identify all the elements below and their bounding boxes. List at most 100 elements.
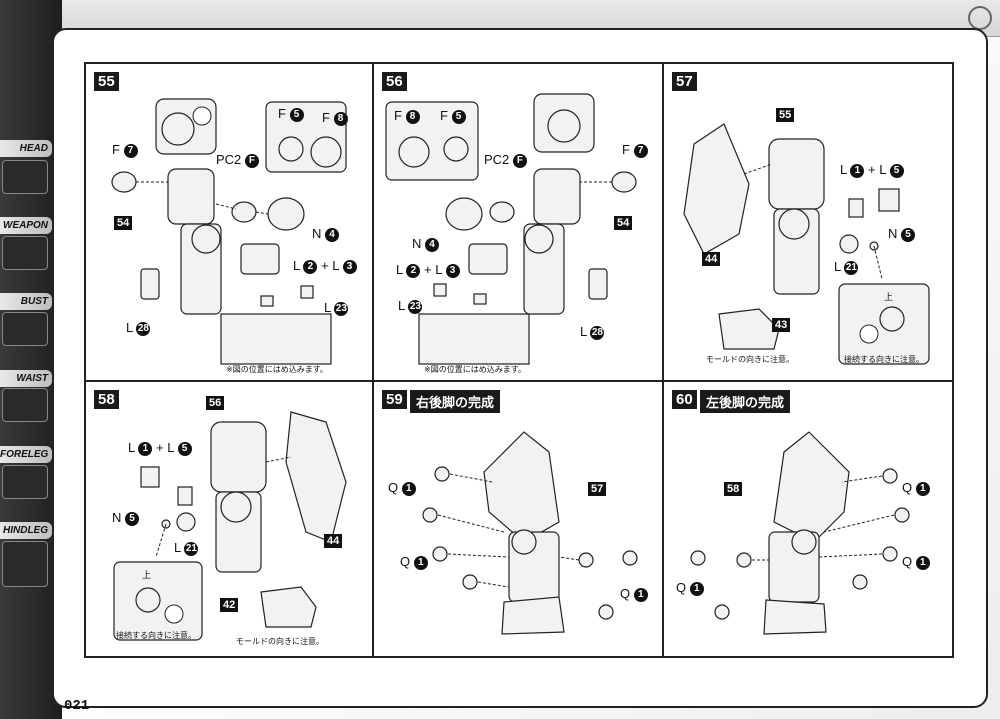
zoids-logo-icon-right [968,6,992,30]
step-60: 60 左後脚の完成 58 Q 1 Q 1 Q 1 [662,380,954,658]
head-thumbnail-icon [2,160,48,194]
mold-direction-note: モールドの向きに注意。 [706,355,794,364]
step-number: 59 [382,390,407,409]
cap-q1-7 [714,604,730,620]
side-tab-hindleg[interactable]: HINDLEG [0,522,52,539]
side-tab-head[interactable]: HEAD [0,140,52,157]
part-number-54: 54 [614,216,633,230]
step-number: 60 [672,390,697,409]
hindleg-thumbnail-icon [2,541,48,587]
side-tab-waist[interactable]: WAIST [0,370,52,387]
label-l1-l5: L 1 + L 5 [128,440,192,456]
label-n4: N 4 [412,236,440,252]
step-59: 59 右後脚の完成 57 Q 1 Q 1 Q 1 [372,380,664,658]
foot-part-43 [718,308,780,350]
part-f5 [278,136,304,162]
joint-detail [161,112,195,146]
side-tab-weapon[interactable]: WEAPON [0,217,52,234]
label-l23: L 23 [398,298,423,314]
part-l28 [588,268,608,300]
part-pc2 [231,201,257,223]
step-title: 右後脚の完成 [410,390,501,413]
label-q1-c: Q 1 [676,580,704,596]
detail-inset-frame [220,313,332,365]
small-part-2 [473,293,487,305]
foot-part [763,599,827,635]
part-number-57: 57 [588,482,607,496]
part-number-56: 56 [206,396,225,410]
part-l21 [176,512,196,532]
cap-q1-1 [434,466,450,482]
label-n5: N 5 [888,226,916,242]
small-part [260,295,274,307]
part-f7 [611,171,637,193]
cap-q1-1 [882,468,898,484]
cap-q1-4 [462,574,478,590]
armor-plate [483,431,560,543]
step-number: 56 [382,72,407,91]
label-l1-l5: L 1 + L 5 [840,162,904,178]
label-l2-l3: L 2 + L 3 [396,262,460,278]
knee-joint [524,224,554,254]
armor-plate-44 [683,123,750,255]
spring-piston [468,243,508,275]
label-q1-a: Q 1 [902,480,930,496]
part-l28 [140,268,160,300]
label-n5: N 5 [112,510,140,526]
step-57-diagram [683,123,930,365]
label-pc2: PC2 F [484,152,527,168]
cap-q1-5 [578,552,594,568]
part-l1 [177,486,193,506]
label-l28: L 28 [580,324,605,340]
part-number-54: 54 [114,216,133,230]
left-frame [0,0,62,719]
connect-direction-note: 接続する向きに注意。 [116,631,196,640]
side-tab-foreleg[interactable]: FORELEG [0,446,52,463]
label-l21: L 21 [834,259,859,275]
fit-note: ※図の位置にはめ込みます。 [226,365,328,374]
label-f8: F 8 [322,110,348,126]
cap-q1-6 [622,550,638,566]
cap-q1-3 [882,546,898,562]
part-l21 [839,234,859,254]
detail-inset-frame [418,313,530,365]
warning-icon [859,324,879,344]
step-58-diagram [113,411,347,641]
part-f8 [310,136,342,168]
leg-assembly-55 [768,138,825,210]
label-q1-b: Q 1 [400,554,428,570]
label-pc2: PC2 F [216,152,259,168]
label-l23: L 23 [324,300,349,316]
knee-joint [511,529,537,555]
foot-part [501,596,565,635]
small-part-2 [300,285,314,299]
armor-plate-44 [285,411,347,543]
connect-ring [879,306,905,332]
label-q1-b: Q 1 [902,554,930,570]
knee-joint [220,491,252,523]
side-tab-bust[interactable]: BUST [0,293,52,310]
part-number-42: 42 [220,598,239,612]
label-n4: N 4 [312,226,340,242]
armor-plate [773,431,850,543]
fit-note: ※図の位置にはめ込みます。 [424,365,526,374]
part-number-44: 44 [324,534,343,548]
step-57: 57 55 44 43 L 1 + L 5 N 5 L 21 上 モールドの向き… [662,62,954,382]
step-59-diagram [422,431,638,635]
part-f5 [443,136,469,162]
part-number-55: 55 [776,108,795,122]
joint-detail [547,109,581,143]
step-number: 57 [672,72,697,91]
cap-q1-3 [432,546,448,562]
step-55: 55 F 7 PC2 F F 5 F 8 N 4 L 2 + L 3 L 28 … [84,62,374,382]
cap-q1-7 [598,604,614,620]
foot-part-42 [260,586,317,628]
leg-upper-part [533,168,581,225]
part-n5 [878,188,900,212]
small-part [433,283,447,297]
page-number: 021 [64,698,90,714]
label-l28: L 28 [126,320,151,336]
label-f7: F 7 [622,142,648,158]
up-label: 上 [884,292,894,302]
up-label: 上 [142,570,152,580]
